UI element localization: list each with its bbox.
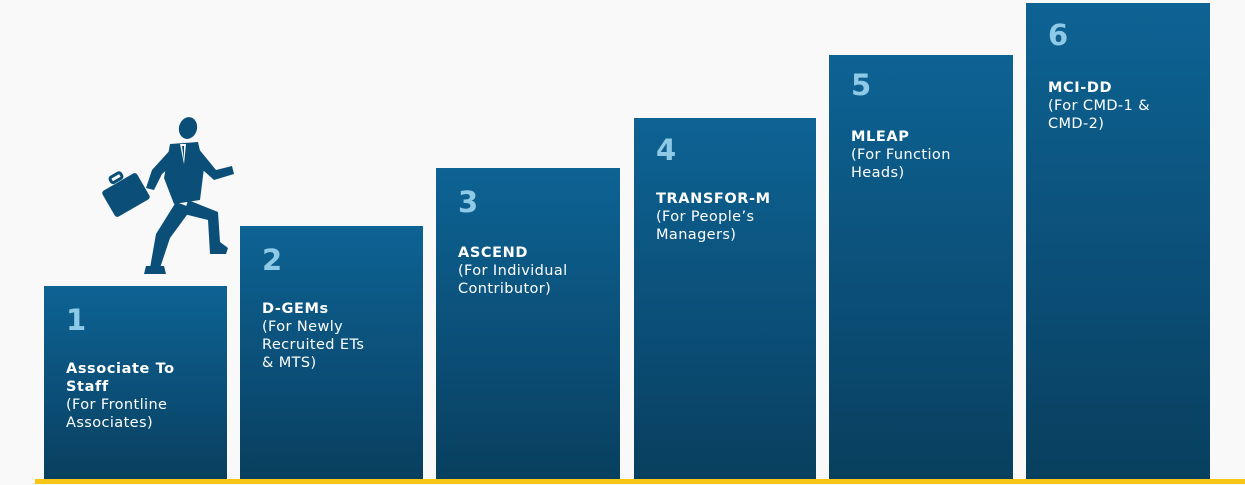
step-description: (For Newly Recruited ETs & MTS) <box>262 319 365 371</box>
step-4: 4 TRANSFOR-M (For People’s Managers) <box>634 118 816 481</box>
step-number: 3 <box>458 185 479 219</box>
step-description: (For CMD-1 & CMD-2) <box>1048 98 1150 132</box>
step-2: 2 D-GEMs (For Newly Recruited ETs & MTS) <box>240 226 423 481</box>
step-5: 5 MLEAP (For Function Heads) <box>829 55 1013 481</box>
step-description: (For People’s Managers) <box>656 209 755 243</box>
businessman-climbing-icon <box>102 117 234 274</box>
step-number: 4 <box>656 133 677 167</box>
step-3: 3 ASCEND (For Individual Contributor) <box>436 168 620 481</box>
step-title: MCI-DD <box>1048 80 1113 96</box>
step-description: (For Individual Contributor) <box>458 263 568 297</box>
step-title: Associate To Staff <box>66 361 175 395</box>
baseline-line <box>35 479 1245 484</box>
step-title: D-GEMs <box>262 301 329 317</box>
step-number: 2 <box>262 243 283 277</box>
step-title: ASCEND <box>458 245 528 261</box>
step-1: 1 Associate To Staff (For Frontline Asso… <box>44 286 227 481</box>
step-description: (For Function Heads) <box>851 147 951 181</box>
step-description: (For Frontline Associates) <box>66 397 168 431</box>
step-number: 1 <box>66 303 87 337</box>
step-title: TRANSFOR-M <box>656 191 771 207</box>
step-number: 5 <box>851 68 872 102</box>
step-number: 6 <box>1048 18 1069 52</box>
step-title: MLEAP <box>851 129 910 145</box>
step-6: 6 MCI-DD (For CMD-1 & CMD-2) <box>1026 3 1210 481</box>
